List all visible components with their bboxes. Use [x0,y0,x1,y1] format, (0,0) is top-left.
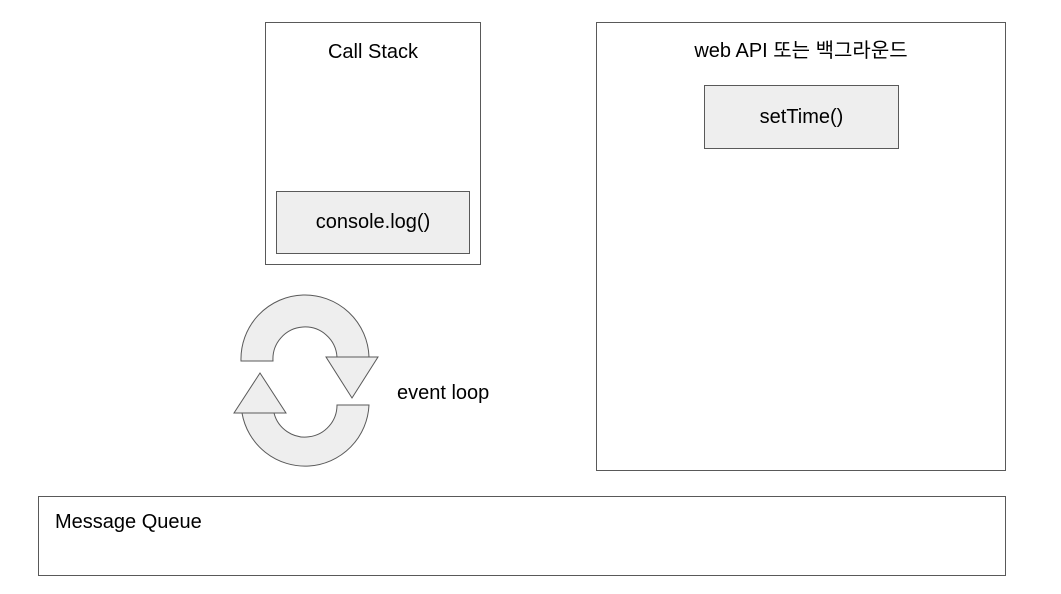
event-loop-bottom-arc [241,404,370,467]
event-loop-label: event loop [397,382,490,404]
call-stack-item-console-log: console.log() [276,191,470,254]
refresh-cycle-icon [233,294,379,467]
event-loop-up-arrowhead [233,372,287,414]
web-api-box: web API 또는 백그라운드 setTime() [596,22,1006,471]
web-api-title: web API 또는 백그라운드 [694,40,908,62]
web-api-item-settime: setTime() [704,85,899,149]
message-queue-box: Message Queue [38,496,1006,576]
event-loop-down-arrowhead [325,356,379,399]
call-stack-title: Call Stack [327,41,419,63]
message-queue-title: Message Queue [55,511,202,533]
event-loop-top-arc [240,294,370,362]
call-stack-box: Call Stack console.log() [265,22,481,265]
